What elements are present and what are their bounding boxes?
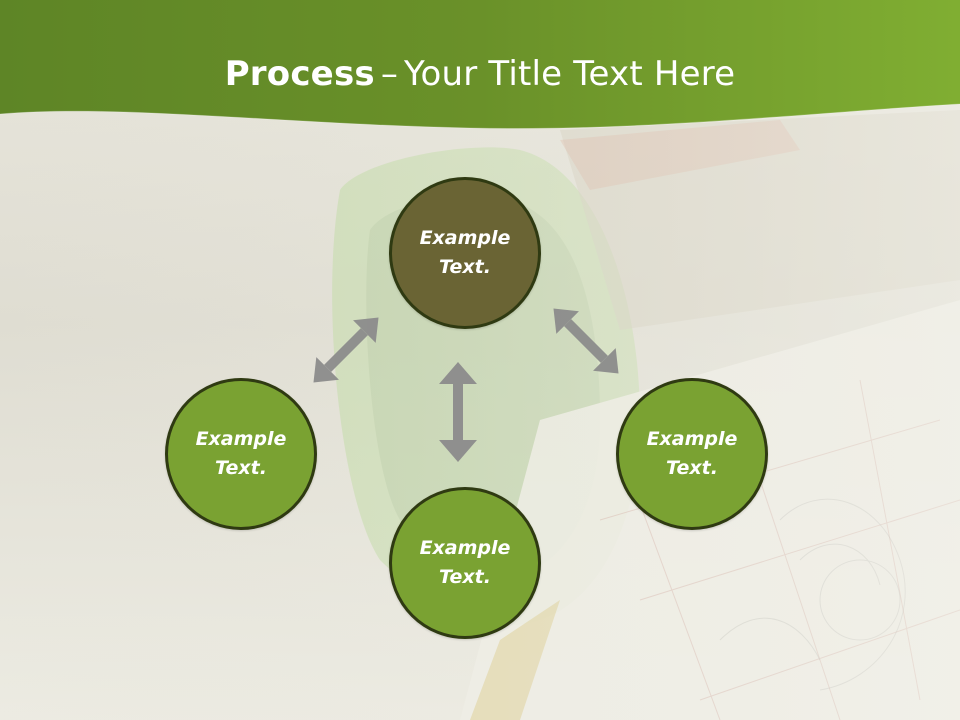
node-label-top: Example Text. bbox=[419, 227, 511, 278]
title-bold-text: Process bbox=[224, 54, 375, 94]
title-rest-text: Your Title Text Here bbox=[404, 54, 736, 94]
node-label-right: Example Text. bbox=[646, 428, 738, 479]
process-node-right: Example Text. bbox=[616, 378, 768, 530]
process-node-left: Example Text. bbox=[165, 378, 317, 530]
process-node-top: Example Text. bbox=[389, 177, 541, 329]
process-node-bottom: Example Text. bbox=[389, 487, 541, 639]
node-label-left: Example Text. bbox=[195, 428, 287, 479]
title-separator: – bbox=[380, 54, 399, 94]
slide-title: Process–Your Title Text Here bbox=[0, 52, 960, 96]
header-band bbox=[0, 0, 960, 130]
node-label-bottom: Example Text. bbox=[419, 537, 511, 588]
